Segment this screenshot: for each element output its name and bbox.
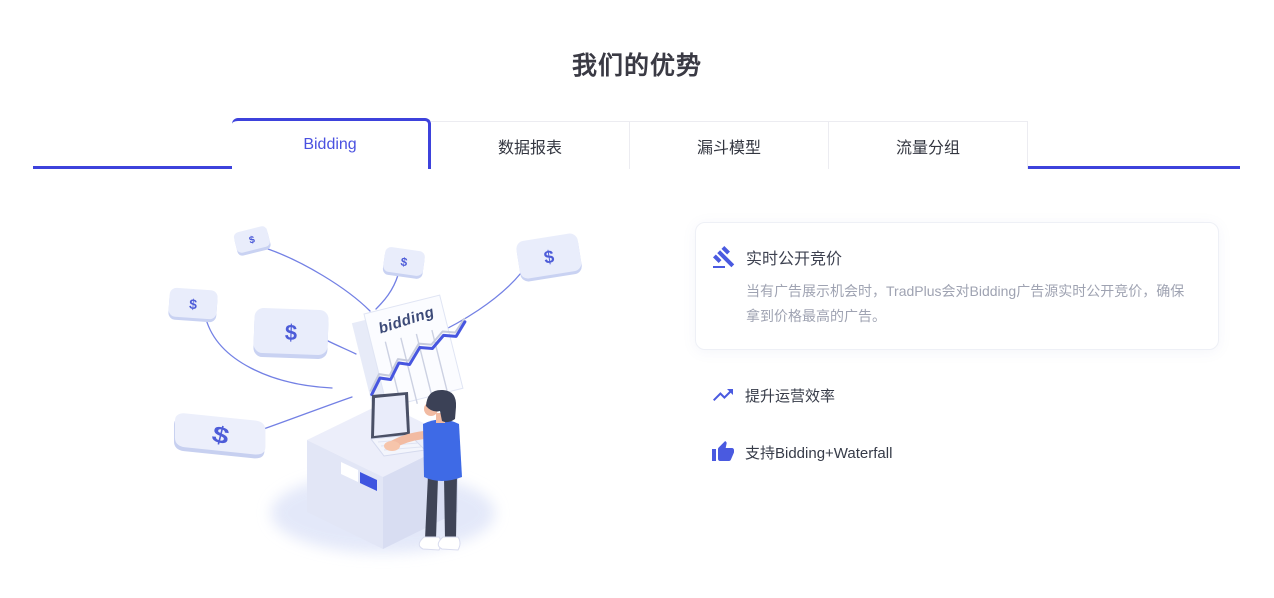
tab-bar: Bidding 数据报表 漏斗模型 流量分组 bbox=[33, 118, 1240, 169]
tab-funnel-model[interactable]: 漏斗模型 bbox=[630, 121, 829, 169]
trending-up-icon bbox=[711, 383, 735, 407]
svg-text:$: $ bbox=[400, 255, 409, 270]
feature-title: 提升运营效率 bbox=[745, 387, 836, 405]
person bbox=[384, 389, 462, 551]
thumbs-up-icon bbox=[711, 440, 735, 464]
svg-text:$: $ bbox=[542, 246, 555, 267]
feature-card-realtime-bidding: 实时公开竞价 当有广告展示机会时，TradPlus会对Bidding广告源实时公… bbox=[695, 222, 1219, 351]
svg-text:$: $ bbox=[189, 296, 198, 313]
features-column: 实时公开竞价 当有广告展示机会时，TradPlus会对Bidding广告源实时公… bbox=[695, 222, 1219, 464]
feature-description: 当有广告展示机会时，TradPlus会对Bidding广告源实时公开竞价，确保拿… bbox=[746, 283, 1185, 325]
chart-line bbox=[370, 320, 467, 397]
tab-bidding[interactable]: Bidding bbox=[232, 118, 431, 169]
dollar-tag: $ bbox=[168, 287, 218, 323]
feature-row-efficiency: 提升运营效率 bbox=[695, 383, 1219, 407]
svg-text:$: $ bbox=[248, 234, 256, 246]
feature-title: 支持Bidding+Waterfall bbox=[745, 444, 893, 462]
bidding-panel: bidding bbox=[351, 294, 467, 409]
dollar-tag: $ bbox=[173, 413, 266, 459]
svg-text:$: $ bbox=[209, 421, 232, 450]
dollar-tag: $ bbox=[233, 226, 271, 256]
gavel-icon bbox=[712, 245, 736, 269]
tab-traffic-group[interactable]: 流量分组 bbox=[829, 121, 1028, 169]
dollar-tag: $ bbox=[382, 247, 425, 279]
box-label-white bbox=[341, 462, 358, 482]
dollar-tag: $ bbox=[253, 308, 329, 359]
feature-title: 实时公开竞价 bbox=[746, 251, 843, 268]
box-label-blue bbox=[360, 472, 377, 491]
dollar-tag: $ bbox=[516, 233, 582, 282]
feature-row-waterfall: 支持Bidding+Waterfall bbox=[695, 440, 1219, 464]
dollar-tags: $ $ $ $ $ bbox=[168, 226, 582, 459]
chart-line-shadow bbox=[369, 317, 466, 392]
tab-data-report[interactable]: 数据报表 bbox=[431, 121, 630, 169]
svg-text:$: $ bbox=[284, 320, 297, 345]
tabs: Bidding 数据报表 漏斗模型 流量分组 bbox=[232, 118, 1028, 169]
bidding-illustration: bidding bbox=[168, 226, 582, 553]
page-title: 我们的优势 bbox=[571, 52, 702, 80]
